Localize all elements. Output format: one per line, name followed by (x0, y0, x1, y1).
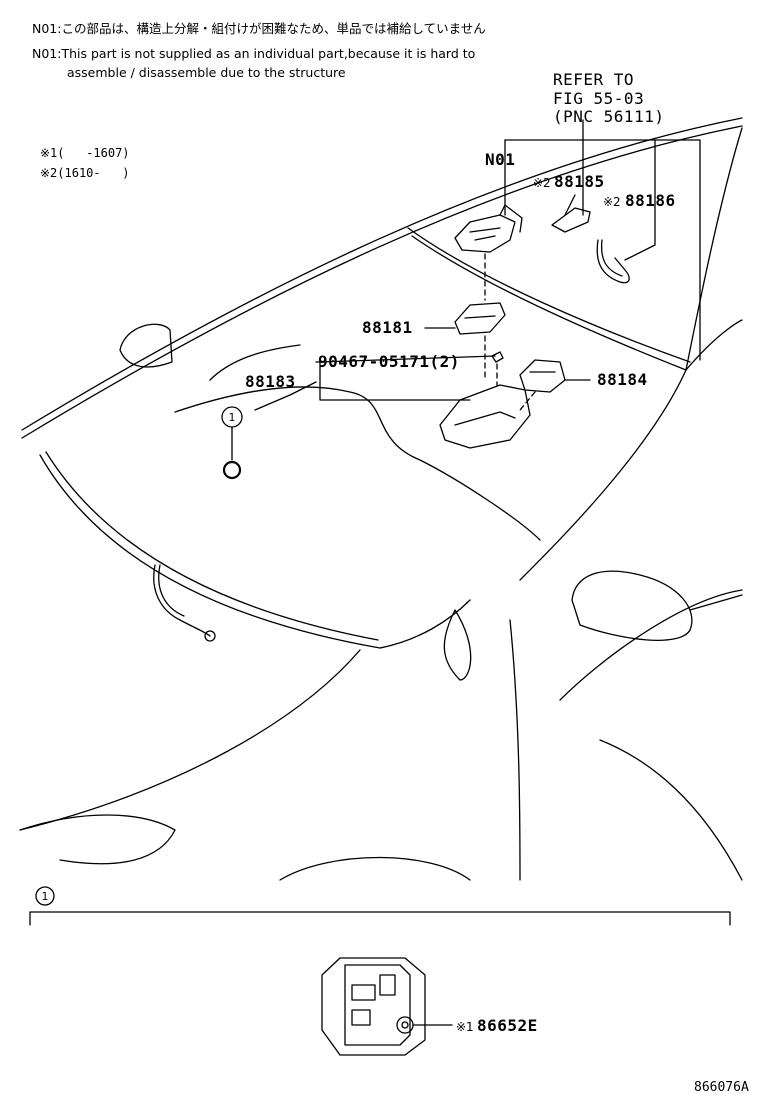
label-n01: N01 (485, 150, 516, 169)
label-88185: 88185 (554, 172, 605, 191)
label-88184: 88184 (597, 370, 648, 389)
label-88186-mark: ※2 (603, 195, 621, 209)
legend-item2: ※2(1610- ) (40, 166, 130, 180)
circle1-number: 1 (229, 411, 236, 424)
refer-line1: REFER TO (553, 70, 635, 89)
label-88181: 88181 (362, 318, 413, 337)
refer-line2: FIG 55-03 (553, 89, 645, 108)
note-en-line1: N01:This part is not supplied as an indi… (32, 46, 476, 61)
label-90467: 90467-05171(2) (318, 352, 460, 371)
label-86652e: 86652E (477, 1016, 538, 1035)
note-jp: N01:この部品は、構造上分解・組付けが困難なため、単品では補給していません (32, 21, 486, 36)
label-88186: 88186 (625, 191, 676, 210)
note-en-line2: assemble / disassemble due to the struct… (67, 65, 346, 80)
label-86652-mark: ※1 (456, 1020, 474, 1034)
section1-number: 1 (42, 890, 49, 903)
figure-id: 866076A (694, 1080, 749, 1095)
windshield-top-edge (21, 117, 743, 431)
label-88183: 88183 (245, 372, 296, 391)
legend-item1: ※1( -1607) (40, 146, 130, 160)
label-88185-mark: ※2 (533, 176, 551, 190)
